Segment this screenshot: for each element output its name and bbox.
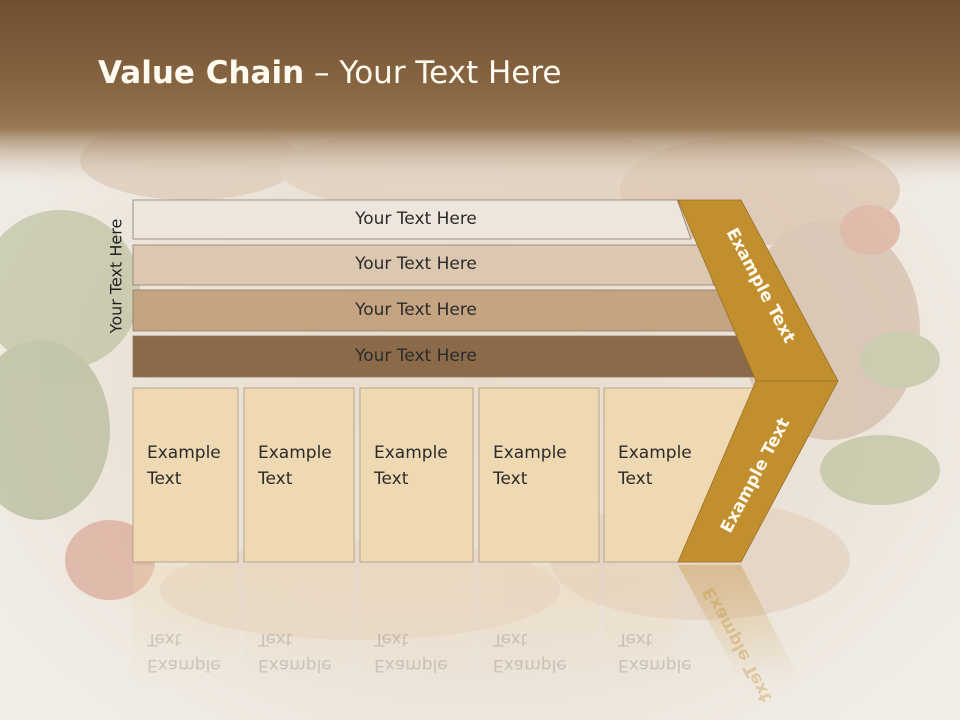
value-bar [132, 199, 692, 240]
card-reflection-line2: Text [258, 629, 293, 649]
title-bold: Value Chain [98, 55, 305, 91]
card-text-line2: Text [493, 469, 528, 489]
title-rest: – Your Text Here [304, 55, 562, 91]
page-title: Value Chain – Your Text Here [98, 55, 561, 91]
card-text-line1: Example [147, 443, 221, 463]
card-reflection [133, 565, 238, 685]
card-text-reflection: Example Text [374, 626, 474, 678]
card-text-line1: Example [374, 443, 448, 463]
card-text-line2: Text [374, 469, 409, 489]
card-reflection-line2: Text [147, 629, 182, 649]
card-text-line2: Text [258, 469, 293, 489]
header-band [0, 0, 960, 128]
card-reflection-line2: Text [493, 629, 528, 649]
card-text-line2: Text [147, 469, 182, 489]
bar-label: Your Text Here [355, 299, 477, 320]
bar-label: Your Text Here [355, 345, 477, 366]
card [359, 387, 474, 563]
card-reflection-line1: Example [618, 655, 692, 675]
header-fade [0, 128, 960, 188]
card [243, 387, 355, 563]
card-reflection [604, 565, 674, 685]
card-reflection-line2: Text [618, 629, 653, 649]
card-reflection [360, 565, 473, 685]
card-reflection-line1: Example [493, 655, 567, 675]
card-reflection-line1: Example [374, 655, 448, 675]
card-text-reflection: Example Text [258, 626, 358, 678]
chevron-lower [677, 380, 839, 563]
card [478, 387, 600, 563]
card-reflection-line1: Example [147, 655, 221, 675]
side-label: Your Text Here [106, 218, 126, 334]
card-text-line2: Text [618, 469, 653, 489]
card-text-line1: Example [618, 443, 692, 463]
card-reflection [479, 565, 599, 685]
card-reflection-line2: Text [374, 629, 409, 649]
card [132, 387, 239, 563]
card-text-reflection: Example Text [493, 626, 593, 678]
card-text-reflection: Example Text [618, 626, 718, 678]
card-reflection [244, 565, 354, 685]
card-text-reflection: Example Text [147, 626, 247, 678]
card-text-line1: Example [258, 443, 332, 463]
card-reflection-line1: Example [258, 655, 332, 675]
bar-label: Your Text Here [355, 208, 477, 229]
value-bar [132, 244, 715, 286]
card-text-line1: Example [493, 443, 567, 463]
bar-label: Your Text Here [355, 254, 477, 274]
chevron-reflection [678, 565, 800, 680]
